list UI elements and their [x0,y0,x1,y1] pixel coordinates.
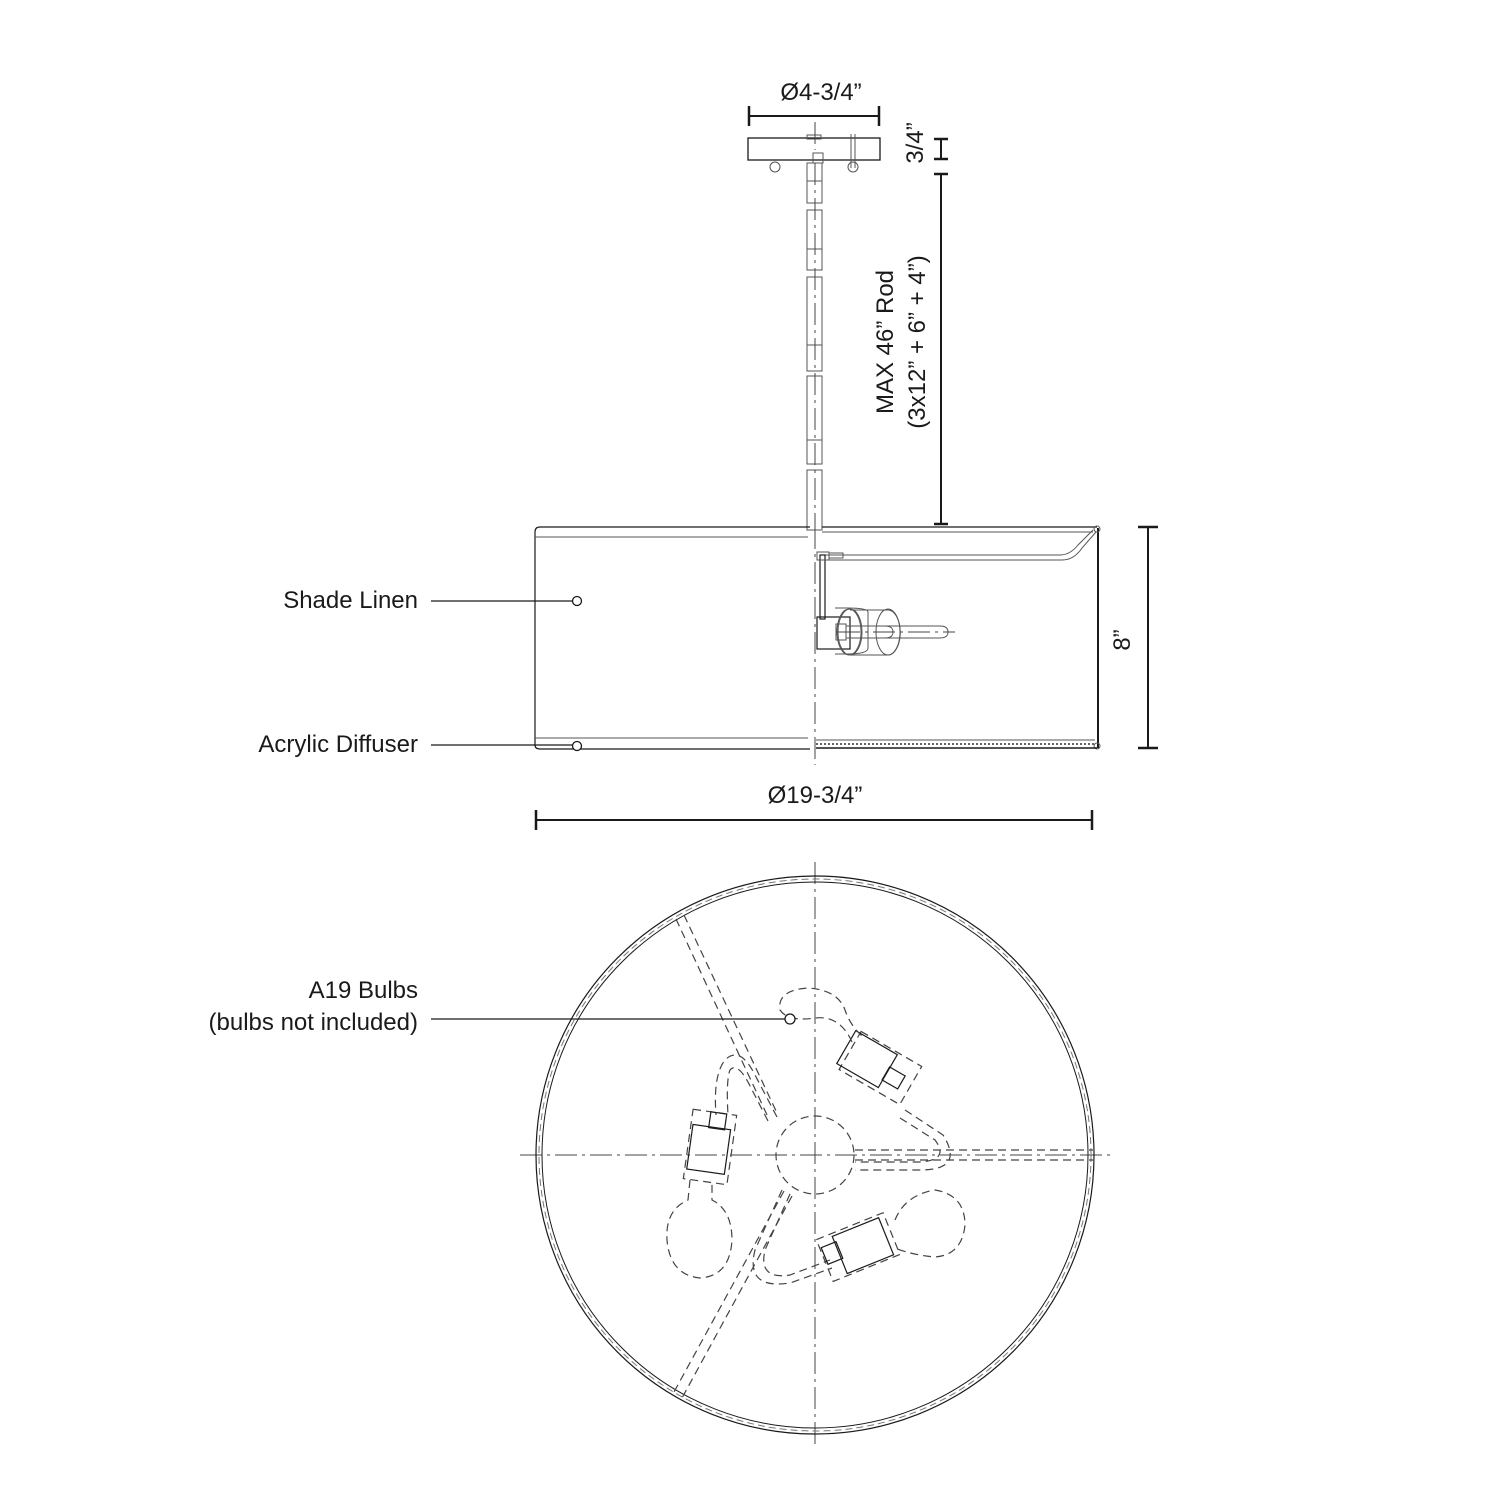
socket-arms [714,1054,951,1285]
socket-bottom [815,1211,901,1283]
shade-height-label: 8” [1109,629,1136,650]
shade-linen-label: Shade Linen [283,587,418,614]
side-elevation-view: Ø4-3/4” 3/4” [258,79,1158,830]
socket-assembly [816,551,955,656]
callout-a19-bulbs: A19 Bulbs (bulbs not included) [209,977,796,1036]
callout-shade-linen: Shade Linen [283,587,583,614]
canopy-height-dimension: 3/4” [902,122,948,164]
bulbs-not-included-label: (bulbs not included) [209,1009,418,1036]
socket-left [682,1108,738,1186]
frame-spokes [673,914,1093,1399]
rod-length-dimension: MAX 46” Rod (3x12” + 6” + 4”) [872,172,948,526]
bulb-sockets [682,1029,923,1283]
rod-max-label: MAX 46” Rod [872,270,899,414]
callout-acrylic-diffuser: Acrylic Diffuser [258,731,583,758]
bottom-plan-view: A19 Bulbs (bulbs not included) [209,862,1110,1448]
canopy-diameter-label: Ø4-3/4” [780,79,861,106]
canopy [747,122,881,173]
acrylic-diffuser-label: Acrylic Diffuser [258,731,418,758]
canopy-diameter-dimension: Ø4-3/4” [747,79,881,126]
downrod [806,162,823,531]
a19-bulbs [666,987,966,1279]
socket-top-right [835,1029,923,1106]
shade-diameter-dimension: Ø19-3/4” [534,782,1094,830]
shade-diameter-label: Ø19-3/4” [768,782,863,809]
a19-bulbs-label: A19 Bulbs [309,977,418,1004]
shade-height-dimension: 8” [1109,525,1158,750]
canopy-height-label: 3/4” [902,122,929,163]
rod-breakdown-label: (3x12” + 6” + 4”) [904,255,931,428]
